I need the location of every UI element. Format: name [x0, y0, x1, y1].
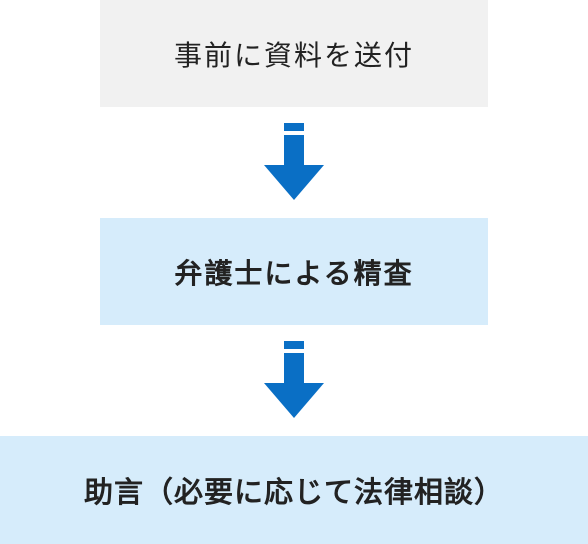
flow-step-label: 弁護士による精査: [174, 256, 414, 290]
arrow-down-icon: [264, 341, 324, 418]
flow-step-lawyer-review: 弁護士による精査: [100, 218, 488, 325]
flow-step-advice: 助言（必要に応じて法律相談）: [0, 436, 588, 544]
arrow-down-icon: [264, 123, 324, 200]
flow-step-send-documents: 事前に資料を送付: [100, 0, 488, 107]
flow-step-label: 事前に資料を送付: [173, 38, 414, 72]
flow-step-label: 助言（必要に応じて法律相談）: [83, 475, 504, 509]
